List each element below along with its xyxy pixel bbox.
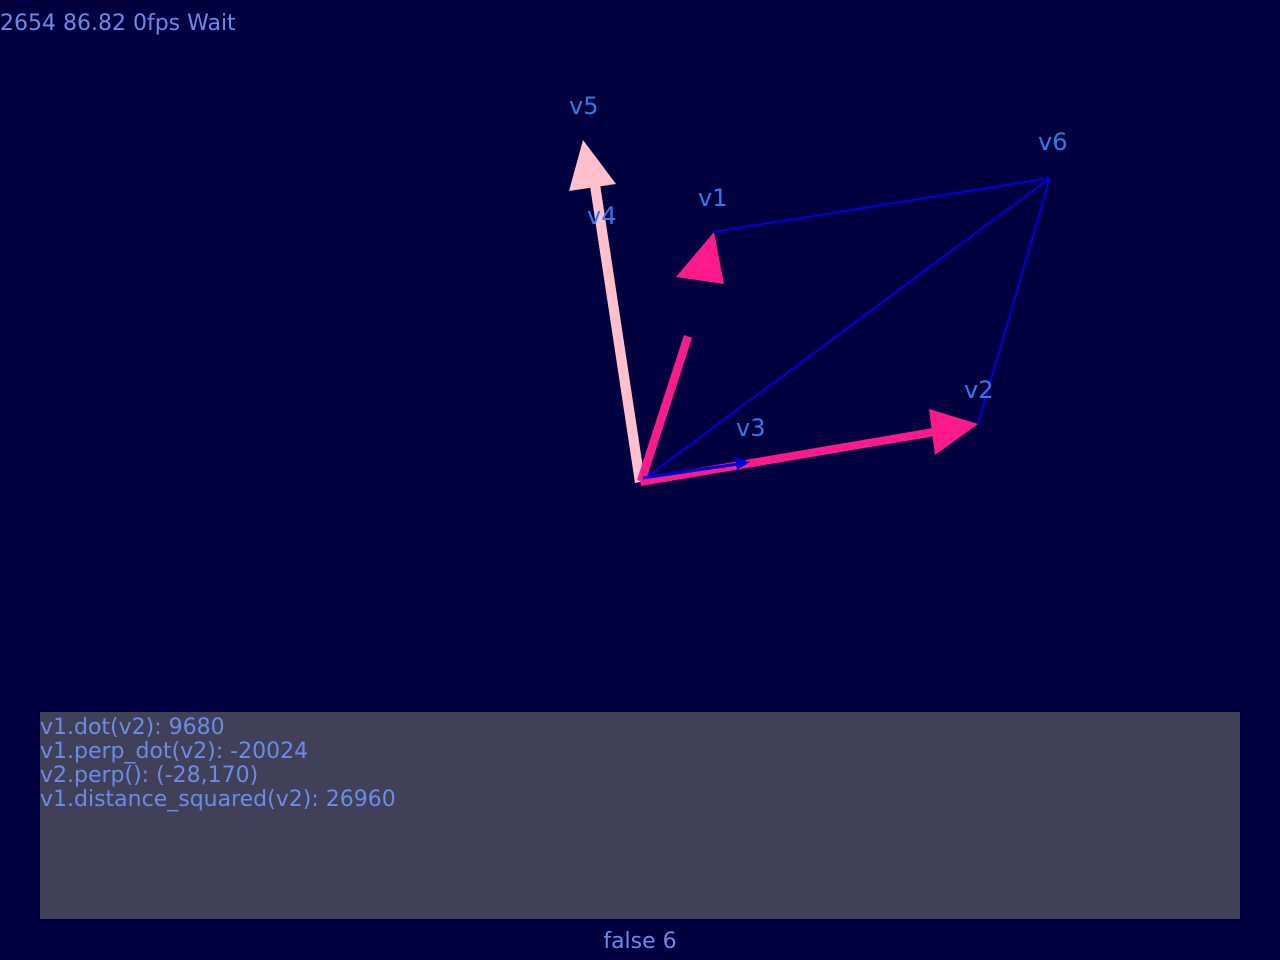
- label-v2: v2: [964, 376, 993, 404]
- arrow-v2: [640, 409, 978, 486]
- label-v3: v3: [736, 414, 765, 442]
- diagonal-origin-v6: [639, 177, 1051, 483]
- arrow-v5: [569, 140, 645, 483]
- stats-readout: 2654 86.82 0fps Wait: [0, 11, 236, 36]
- info-panel: v1.dot(v2): 9680 v1.perp_dot(v2): -20024…: [40, 712, 1240, 919]
- label-v1: v1: [698, 184, 727, 212]
- arrow-v1: [637, 232, 724, 483]
- label-v5: v5: [569, 92, 598, 120]
- footer-status: false 6: [603, 929, 677, 954]
- parallelogram: [639, 177, 1051, 483]
- info-line-dot: v1.dot(v2): 9680: [40, 715, 225, 740]
- info-line-distance-squared: v1.distance_squared(v2): 26960: [40, 787, 396, 812]
- edge-v6-v2: [977, 177, 1051, 425]
- info-line-perp: v2.perp(): (-28,170): [40, 763, 259, 788]
- edge-v1-v6: [713, 177, 1051, 233]
- label-v4: v4: [587, 202, 616, 230]
- label-v6: v6: [1038, 128, 1067, 156]
- arrow-v3: [642, 457, 750, 480]
- info-line-perp-dot: v1.perp_dot(v2): -20024: [40, 739, 309, 764]
